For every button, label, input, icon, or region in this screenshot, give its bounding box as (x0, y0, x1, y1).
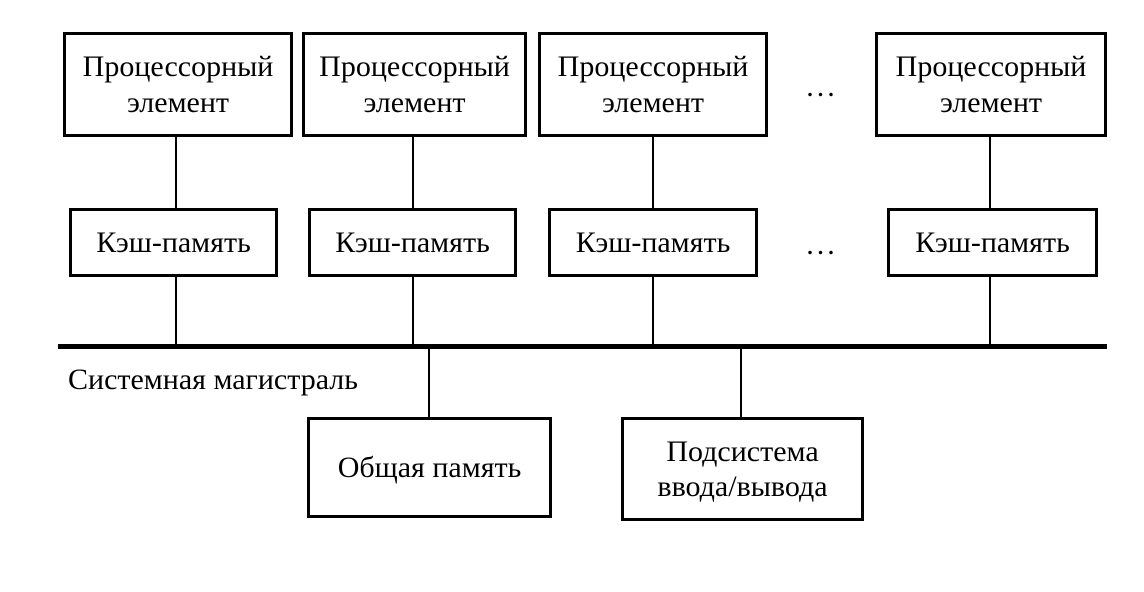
connector-cache1-bus (175, 277, 177, 345)
processor-element-label: Процессорный элемент (895, 50, 1087, 119)
cache-memory-box-2: Кэш-память (308, 208, 517, 277)
connector-processor2-cache2 (412, 137, 414, 208)
connector-bus-shared-memory (428, 347, 430, 417)
cache-memory-label: Кэш-память (96, 225, 251, 259)
cache-memory-label: Кэш-память (915, 225, 1070, 259)
processor-row-ellipsis: ... (806, 70, 838, 103)
connector-cache4-bus (989, 277, 991, 345)
cache-memory-box-3: Кэш-память (548, 208, 758, 277)
shared-memory-box: Общая память (307, 417, 552, 518)
processor-element-box-4: Процессорный элемент (875, 32, 1107, 137)
connector-cache2-bus (412, 277, 414, 345)
cache-row-ellipsis: ... (806, 228, 838, 261)
cache-memory-box-4: Кэш-память (887, 208, 1098, 277)
io-subsystem-box: Подсистема ввода/вывода (621, 417, 864, 521)
processor-element-label: Процессорный элемент (557, 50, 749, 119)
processor-element-box-2: Процессорный элемент (302, 32, 527, 137)
connector-bus-io-subsystem (740, 347, 742, 417)
processor-element-label: Процессорный элемент (319, 50, 510, 119)
connector-cache3-bus (652, 277, 654, 345)
processor-element-label: Процессорный элемент (82, 50, 274, 119)
connector-processor3-cache3 (652, 137, 654, 208)
io-subsystem-label: Подсистема ввода/вывода (657, 434, 828, 503)
cache-memory-label: Кэш-память (335, 225, 490, 259)
cache-memory-box-1: Кэш-память (69, 208, 278, 277)
system-bus-label: Системная магистраль (68, 363, 358, 396)
processor-element-box-3: Процессорный элемент (538, 32, 768, 137)
processor-element-box-1: Процессорный элемент (63, 32, 293, 137)
connector-processor4-cache4 (989, 137, 991, 208)
connector-processor1-cache1 (175, 137, 177, 208)
system-bus-line (58, 344, 1107, 349)
shared-memory-label: Общая память (337, 450, 522, 484)
cache-memory-label: Кэш-память (575, 225, 731, 259)
